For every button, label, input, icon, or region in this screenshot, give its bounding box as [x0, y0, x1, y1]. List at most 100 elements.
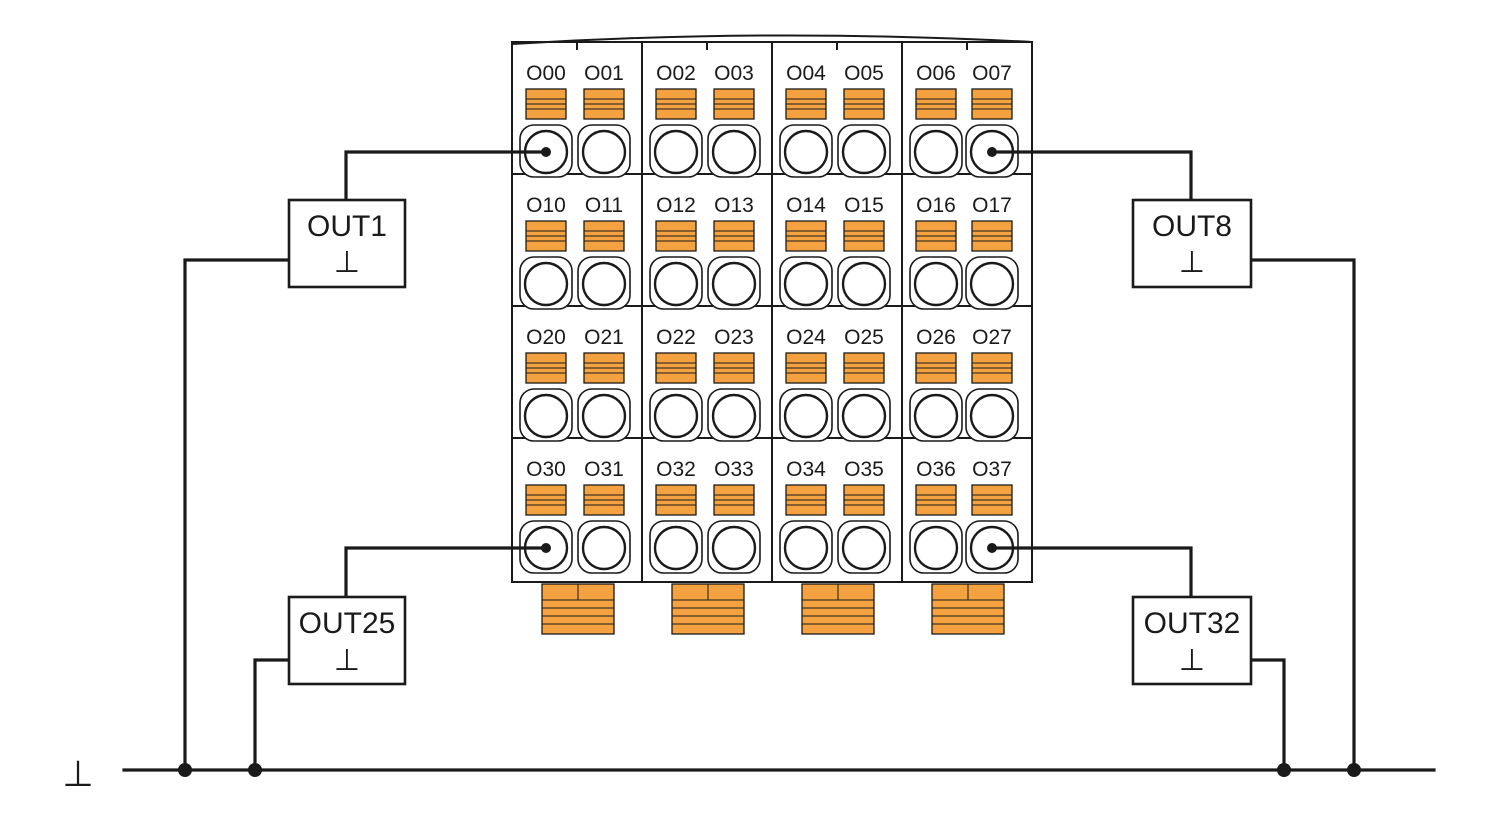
wire-end-dot: [541, 147, 551, 157]
ground-symbol: ⊥: [1179, 644, 1205, 677]
terminal-o02[interactable]: O02: [649, 62, 703, 178]
terminal-o22[interactable]: O22: [649, 326, 703, 442]
wire-entry-hole[interactable]: [841, 261, 887, 307]
module-plug[interactable]: [801, 583, 875, 635]
terminal-o17[interactable]: O17: [965, 194, 1019, 310]
terminal-label: O05: [844, 62, 884, 85]
module-dividers: [576, 42, 968, 582]
wire-entry-hole[interactable]: [841, 525, 887, 571]
wire-entry-hole[interactable]: [581, 393, 627, 439]
terminal-o31[interactable]: O31: [577, 458, 631, 574]
module-plug[interactable]: [671, 583, 745, 635]
module-plug[interactable]: [931, 583, 1005, 635]
wire-entry-hole[interactable]: [913, 525, 959, 571]
terminal-o30[interactable]: O30: [519, 458, 573, 574]
wire-entry-hole[interactable]: [653, 129, 699, 175]
wire-entry-hole[interactable]: [711, 393, 757, 439]
wire-out8-ground: [1249, 258, 1356, 772]
terminal-o20[interactable]: O20: [519, 326, 573, 442]
wire-entry-hole[interactable]: [711, 525, 757, 571]
wire-entry-hole[interactable]: [711, 261, 757, 307]
load-box: [287, 198, 407, 289]
terminal-label: O10: [526, 194, 566, 217]
wire-entry-hole[interactable]: [969, 393, 1015, 439]
terminal-o32[interactable]: O32: [649, 458, 703, 574]
terminal-label: O12: [656, 194, 696, 217]
load-box: [1131, 595, 1253, 686]
terminal-label: O07: [972, 62, 1012, 85]
terminal-o13[interactable]: O13: [707, 194, 761, 310]
wire-entry-hole[interactable]: [581, 129, 627, 175]
terminal-label: O30: [526, 458, 566, 481]
wire-entry-hole[interactable]: [913, 261, 959, 307]
terminal-label: O23: [714, 326, 754, 349]
wire-entry-hole[interactable]: [523, 393, 569, 439]
wire-entry-hole[interactable]: [841, 129, 887, 175]
terminal-o25[interactable]: O25: [837, 326, 891, 442]
module-plug[interactable]: [541, 583, 615, 635]
wire-entry-hole[interactable]: [581, 525, 627, 571]
wire-end-dot: [987, 147, 997, 157]
wire-entry-hole[interactable]: [783, 261, 829, 307]
wire-entry-hole[interactable]: [581, 261, 627, 307]
wire-entry-hole[interactable]: [913, 129, 959, 175]
terminal-label: O31: [584, 458, 624, 481]
terminal-o37[interactable]: O37: [965, 458, 1019, 574]
wire-entry-hole[interactable]: [783, 525, 829, 571]
terminal-label: O34: [786, 458, 826, 481]
terminal-o11[interactable]: O11: [577, 194, 631, 310]
terminal-o12[interactable]: O12: [649, 194, 703, 310]
wire-entry-hole[interactable]: [913, 393, 959, 439]
terminal-label: O36: [916, 458, 956, 481]
terminal-o27[interactable]: O27: [965, 326, 1019, 442]
terminal-o36[interactable]: O36: [909, 458, 963, 574]
terminal-o10[interactable]: O10: [519, 194, 573, 310]
wire-entry-hole[interactable]: [653, 393, 699, 439]
terminal-label: O22: [656, 326, 696, 349]
terminal-o14[interactable]: O14: [779, 194, 833, 310]
wire-entry-hole[interactable]: [783, 129, 829, 175]
terminal-o03[interactable]: O03: [707, 62, 761, 178]
junction-dot: [1347, 763, 1361, 777]
terminal-label: O02: [656, 62, 696, 85]
load-box: [1131, 198, 1253, 289]
ground-symbol: ⊥: [334, 246, 360, 279]
terminal-o26[interactable]: O26: [909, 326, 963, 442]
wire-entry-hole[interactable]: [969, 261, 1015, 307]
terminal-o24[interactable]: O24: [779, 326, 833, 442]
terminal-label: O04: [786, 62, 826, 85]
terminal-label: O25: [844, 326, 884, 349]
wire-entry-hole[interactable]: [711, 129, 757, 175]
wire-entry-hole[interactable]: [783, 393, 829, 439]
terminal-label: O33: [714, 458, 754, 481]
wire-out1-ground: [183, 258, 291, 772]
terminal-o33[interactable]: O33: [707, 458, 761, 574]
wire-entry-hole[interactable]: [841, 393, 887, 439]
wire-entry-hole[interactable]: [653, 261, 699, 307]
load-label: OUT8: [1152, 210, 1232, 243]
terminal-o35[interactable]: O35: [837, 458, 891, 574]
terminal-o23[interactable]: O23: [707, 326, 761, 442]
terminal-o00[interactable]: O00: [519, 62, 573, 178]
wire-out8-signal: [990, 150, 1193, 202]
terminal-o04[interactable]: O04: [779, 62, 833, 178]
terminal-o34[interactable]: O34: [779, 458, 833, 574]
terminal-label: O17: [972, 194, 1012, 217]
terminal-o05[interactable]: O05: [837, 62, 891, 178]
terminal-label: O35: [844, 458, 884, 481]
wire-entry-hole[interactable]: [653, 525, 699, 571]
junction-dot: [178, 763, 192, 777]
wire-entry-hole[interactable]: [523, 261, 569, 307]
terminal-label: O26: [916, 326, 956, 349]
terminal-o21[interactable]: O21: [577, 326, 631, 442]
terminal-o15[interactable]: O15: [837, 194, 891, 310]
terminal-o01[interactable]: O01: [577, 62, 631, 178]
terminal-o06[interactable]: O06: [909, 62, 963, 178]
terminal-o07[interactable]: O07: [965, 62, 1019, 178]
terminal-label: O13: [714, 194, 754, 217]
terminal-o16[interactable]: O16: [909, 194, 963, 310]
terminal-label: O16: [916, 194, 956, 217]
wire-end-dot: [987, 543, 997, 553]
